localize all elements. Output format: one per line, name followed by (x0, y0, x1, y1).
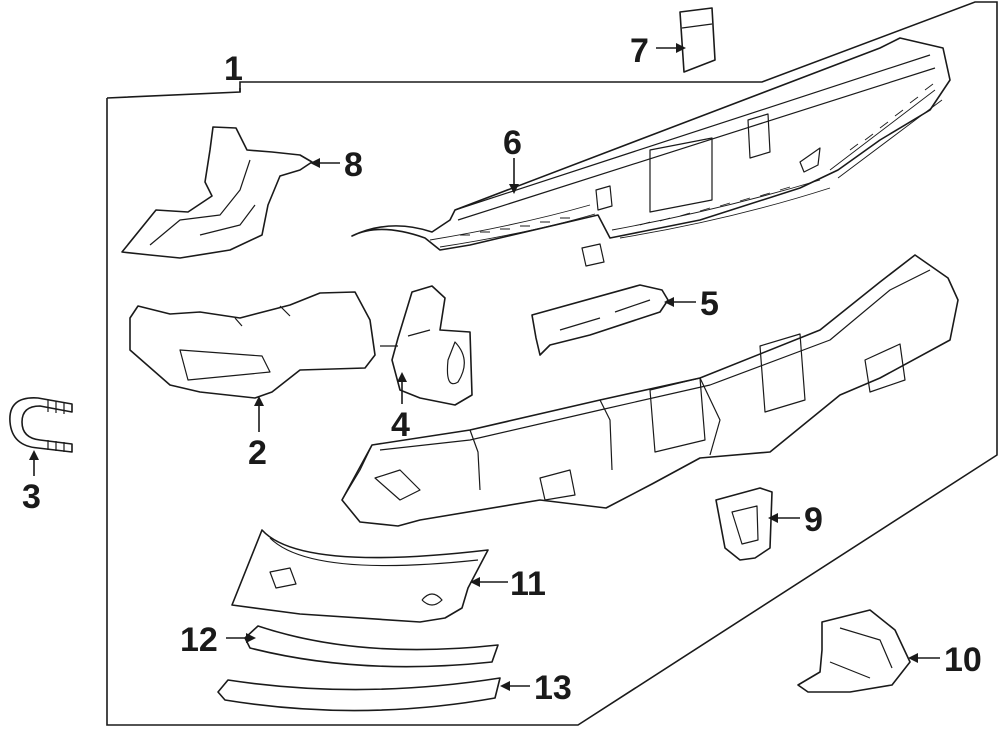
leader-lines (29, 43, 940, 691)
part-2-panel[interactable] (129, 291, 376, 399)
part-8-bracket[interactable] (121, 126, 313, 259)
part-13-lower-molding[interactable] (217, 677, 501, 712)
callout-6: 6 (503, 124, 522, 162)
part-7-cap[interactable] (679, 7, 716, 73)
callout-3: 3 (22, 478, 41, 516)
callout-10: 10 (944, 641, 982, 679)
step-pad-mesh (460, 83, 934, 236)
callout-7: 7 (630, 32, 649, 70)
callout-13: 13 (534, 669, 572, 707)
part-12-molding[interactable] (244, 625, 499, 668)
callout-9: 9 (804, 501, 823, 539)
assembly-frame (106, 1, 998, 726)
part-9-guide[interactable] (715, 487, 773, 561)
callout-8: 8 (344, 146, 363, 184)
bumper-face-bar[interactable] (341, 254, 959, 527)
part-11-lower-pad[interactable] (231, 529, 489, 623)
callout-5: 5 (700, 285, 719, 323)
part-4-mount[interactable] (380, 285, 473, 406)
callout-2: 2 (248, 434, 267, 472)
callout-12: 12 (180, 621, 218, 659)
callout-labels: 1 2 3 4 5 6 7 8 9 10 11 12 13 (22, 32, 982, 707)
part-6-step-pad[interactable] (351, 37, 951, 267)
callout-11: 11 (510, 565, 546, 603)
callout-1: 1 (224, 50, 243, 88)
callout-4: 4 (391, 406, 410, 444)
part-10-hitch-bracket[interactable] (797, 609, 911, 693)
part-3-u-bolt[interactable] (9, 397, 73, 453)
part-5-reinforcement[interactable] (531, 284, 669, 356)
